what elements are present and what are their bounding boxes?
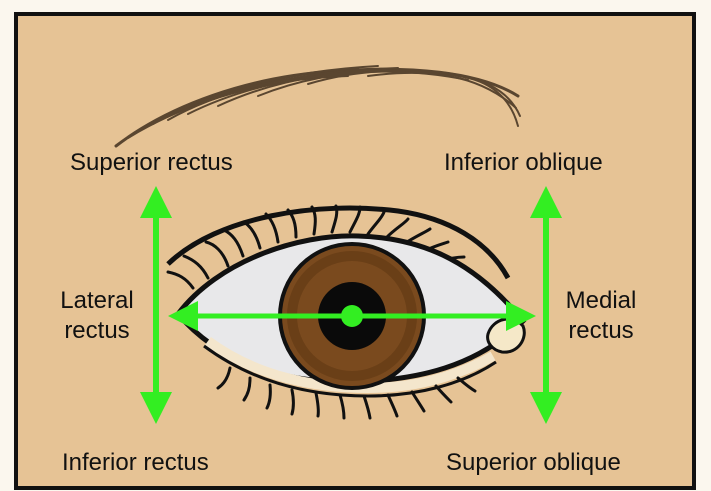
medial-rectus-label-line1: Medial (554, 286, 648, 316)
center-dot (341, 305, 363, 327)
inferior-rectus-label: Inferior rectus (62, 448, 209, 478)
lateral-rectus-label-line2: rectus (52, 316, 142, 346)
inferior-oblique-label: Inferior oblique (444, 148, 603, 178)
inferior-oblique-arrowhead (530, 186, 562, 218)
superior-oblique-label: Superior oblique (446, 448, 621, 478)
superior-rectus-arrowhead (140, 186, 172, 218)
medial-rectus-label-line2: rectus (554, 316, 648, 346)
superior-rectus-label: Superior rectus (70, 148, 233, 178)
lateral-rectus-label: Lateral rectus (52, 286, 142, 346)
medial-rectus-label: Medial rectus (554, 286, 648, 346)
diagram-frame: Superior rectus Inferior oblique Lateral… (14, 12, 696, 490)
lateral-rectus-label-line1: Lateral (52, 286, 142, 316)
eyebrow (116, 66, 520, 146)
superior-oblique-arrowhead (530, 392, 562, 424)
eye-illustration (18, 16, 692, 486)
inferior-rectus-arrowhead (140, 392, 172, 424)
